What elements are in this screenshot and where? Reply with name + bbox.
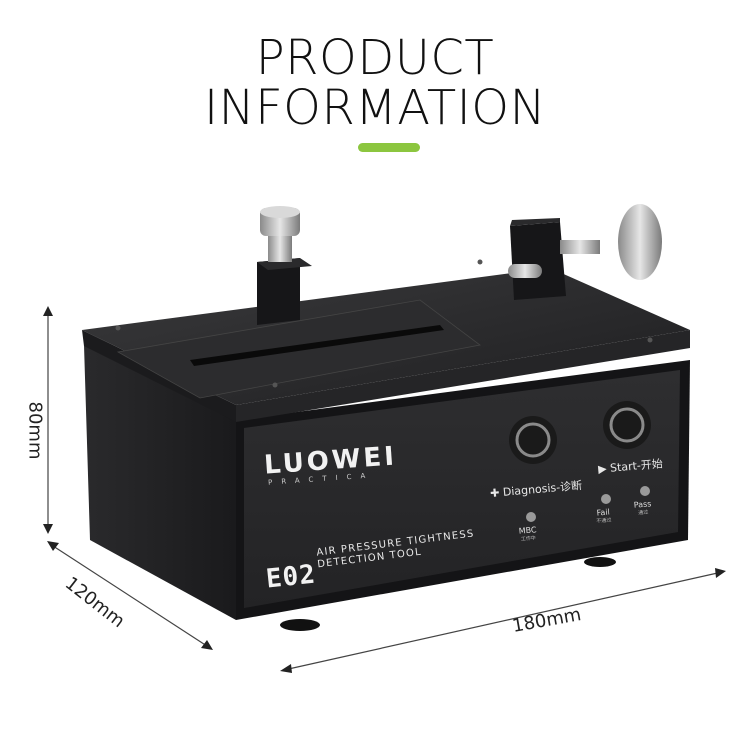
diagnosis-icon: ✚	[489, 485, 504, 500]
title-line-2: INFORMATION	[204, 80, 546, 136]
model-number: E02	[264, 559, 318, 595]
dimension-height: 80mm	[24, 401, 46, 460]
title-line-1: PRODUCT	[255, 30, 495, 86]
play-icon: ▶	[597, 461, 611, 476]
accent-bar	[358, 143, 420, 152]
